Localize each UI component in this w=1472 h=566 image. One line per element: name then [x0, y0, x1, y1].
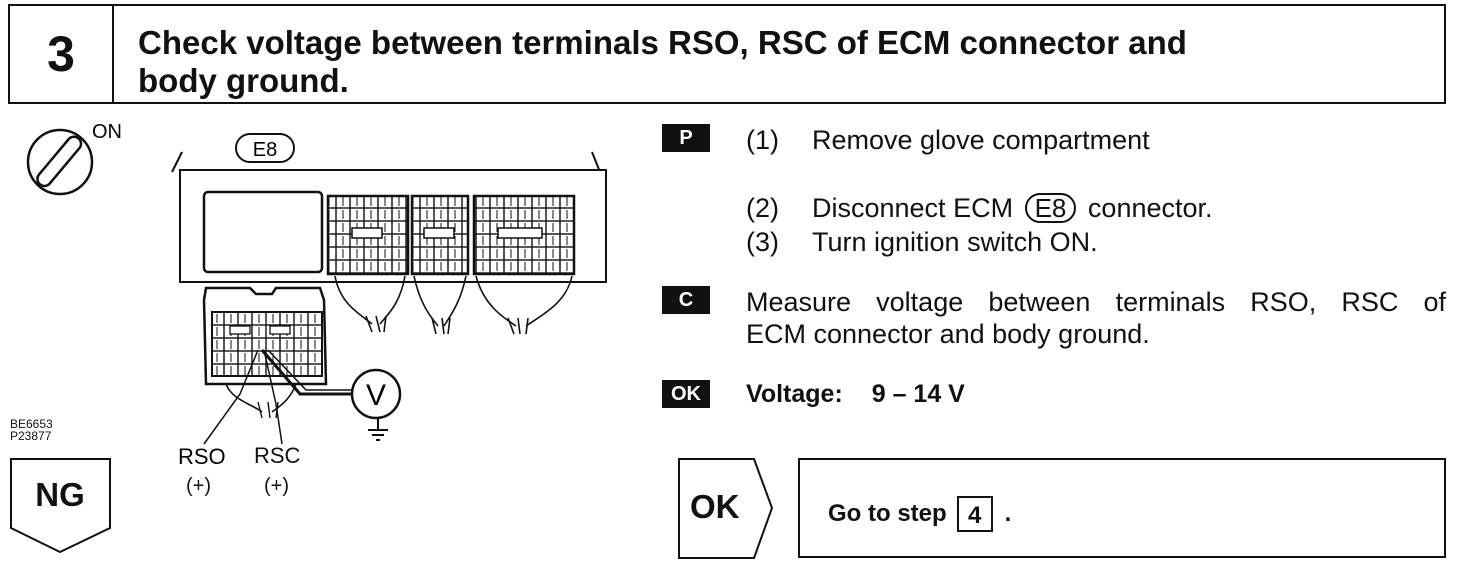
prep-step-2-text-post: connector. [1087, 193, 1213, 223]
terminal-rso-label: RSO [178, 444, 226, 464]
voltmeter-symbol: V [366, 379, 386, 412]
ok-badge: OK [662, 380, 710, 408]
polarity-rso: (+) [186, 475, 211, 497]
goto-text: Go to step 4 . [828, 496, 1011, 532]
figure-code-line1: BE6653 [10, 417, 53, 431]
prep-step-3-text: Turn ignition switch ON. [812, 227, 1098, 257]
check-text: Measure voltage between terminals RSO, R… [746, 286, 1446, 350]
ok-spec: Voltage: 9 – 14 V [746, 378, 965, 410]
prep-step-1-num: (1) [746, 125, 779, 155]
prep-step-1: (1) Remove glove compartment [746, 124, 1150, 156]
check-badge: C [662, 286, 710, 314]
prep-badge: P [662, 124, 710, 152]
ok-spec-label: Voltage: [746, 380, 843, 408]
e8-tag-text: E8 [253, 139, 277, 161]
check-line1: Measure voltage between terminals RSO, R… [746, 287, 1446, 317]
wire-harness [334, 275, 573, 335]
prep-step-1-text: Remove glove compartment [812, 125, 1150, 155]
terminal-rsc-label: RSC [254, 443, 301, 468]
test-probes [203, 349, 352, 445]
ok-arrow-label: OK [690, 488, 740, 525]
ng-label: NG [35, 476, 85, 513]
e8-connector-tag: E8 [235, 133, 295, 163]
ignition-switch-icon [26, 128, 94, 196]
polarity-rsc: (+) [264, 475, 289, 497]
connector-diagram: ON E8 [26, 121, 607, 464]
prep-step-2-connector-tag: E8 [1024, 193, 1077, 223]
ecm-connector-blocks [326, 194, 576, 276]
prep-step-3-num: (3) [746, 227, 779, 257]
step-title: Check voltage between terminals RSO, RSC… [138, 24, 1338, 100]
goto-suffix: . [1004, 500, 1012, 527]
goto-box: Go to step 4 . [798, 458, 1446, 558]
figure-code: BE6653 P23877 [10, 418, 53, 442]
ok-arrow-box [678, 458, 774, 559]
disconnected-ecm-connector [202, 286, 328, 419]
prep-step-2-num: (2) [746, 193, 779, 223]
check-line2: ECM connector and body ground. [746, 319, 1150, 349]
prep-step-2: (2) Disconnect ECM E8 connector. [746, 192, 1213, 224]
step-header: 3 Check voltage between terminals RSO, R… [8, 4, 1446, 104]
goto-step-ref[interactable]: 4 [956, 496, 993, 532]
ok-spec-value: 9 – 14 V [871, 380, 965, 408]
step-number: 3 [10, 6, 114, 102]
goto-label: Go to step [828, 500, 947, 527]
prep-step-2-text: Disconnect ECM [812, 193, 1014, 223]
figure-code-line2: P23877 [10, 429, 52, 443]
ng-arrow-box [10, 458, 111, 554]
prep-step-3: (3) Turn ignition switch ON. [746, 226, 1098, 258]
step-title-line2: body ground. [138, 62, 349, 99]
voltmeter-icon: V [350, 368, 402, 441]
switch-on-label: ON [92, 121, 122, 143]
step-title-line1: Check voltage between terminals RSO, RSC… [138, 24, 1187, 61]
